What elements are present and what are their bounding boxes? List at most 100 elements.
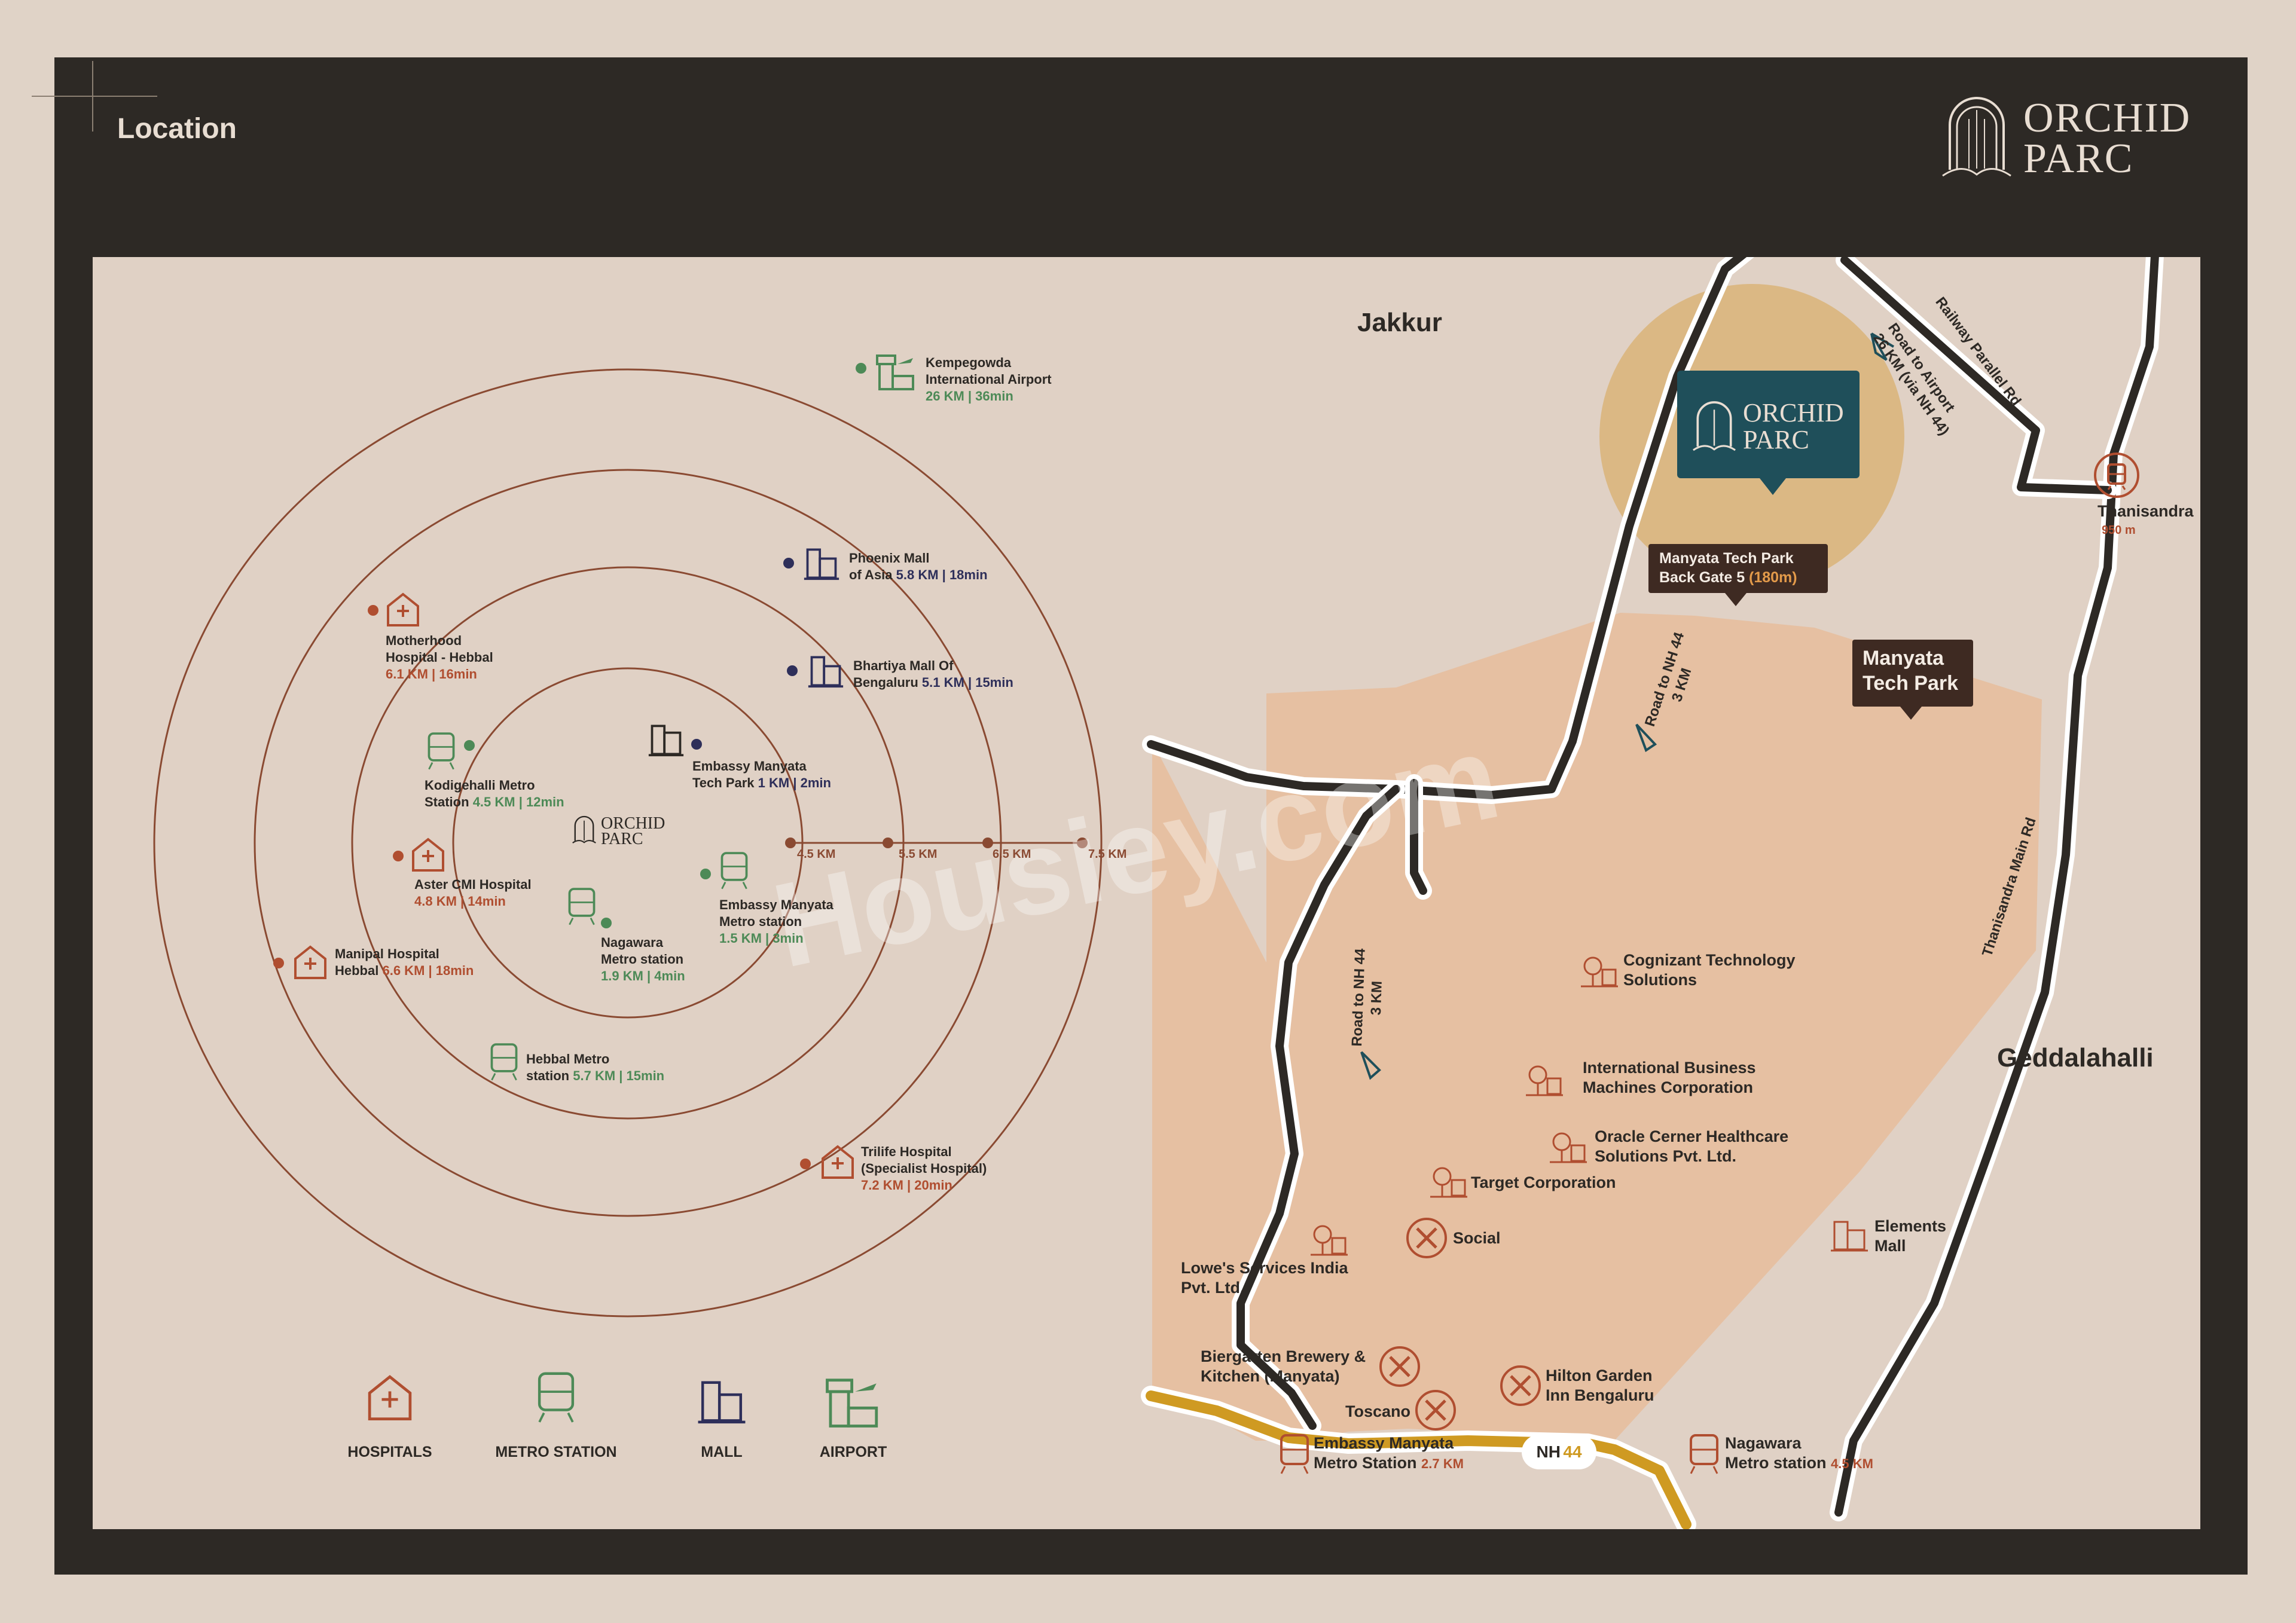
radial-phoenix-label: Phoenix Mall of Asia 5.8 KM | 18min [849,550,988,583]
radial-manipal-label: Manipal Hospital Hebbal 6.6 KM | 18min [335,946,474,979]
radial-nagawara-dot [601,918,612,928]
radial-bhartiya-line2: Bengaluru [853,675,918,690]
hilton-line2: Inn Bengaluru [1546,1386,1654,1404]
header-logo-line1: ORCHID [2023,95,2191,141]
radial-manipal-line1: Manipal Hospital [335,946,439,961]
road-nh44-left-label: Road to NH 44 3 KM [1348,948,1388,1047]
embassy-station-label: Embassy Manyata Metro Station 2.7 KM [1314,1434,1464,1474]
arrow-nh44-left-icon [1360,1051,1381,1080]
radial-embassy-tp-line1: Embassy Manyata [692,759,807,774]
biergarten-label: Biergarten Brewery & Kitchen (Manyata) [1201,1347,1366,1386]
elements-label: Elements Mall [1874,1217,1946,1256]
radial-center-logo: ORCHID PARC [571,813,685,849]
gate-label-line1: Manyata Tech Park [1659,550,1794,567]
radial-motherhood-distance: 6.1 KM | 16min [386,667,477,681]
lowes-office-icon [1311,1225,1348,1256]
gate-label-distance: (180m) [1749,569,1797,586]
radial-trilife-label: Trilife Hospital (Specialist Hospital) 7… [861,1144,987,1194]
thanisandra-name: Thanisandra [2097,502,2194,520]
corner-line-v [92,61,93,132]
radial-trilife-distance: 7.2 KM | 20min [861,1178,952,1193]
radial-aster-distance: 4.8 KM | 14min [414,894,506,909]
thanisandra-metro-icon [2094,453,2139,498]
oracle-label: Oracle Cerner Healthcare Solutions Pvt. … [1595,1127,1788,1166]
embassy-station-distance: 2.7 KM [1421,1456,1464,1471]
radial-embassy-tp-building-icon [648,725,684,757]
radial-aster-hospital-icon [412,838,444,872]
social-label: Social [1453,1229,1501,1247]
radial-center-icon [572,815,596,843]
radial-manipal-line2: Hebbal [335,963,379,978]
nagawara-station-distance: 4.5 KM [1831,1456,1873,1471]
radial-center-line2: PARC [601,830,643,848]
ibm-office-icon [1526,1065,1563,1096]
social-restaurant-icon [1406,1218,1447,1258]
header-logo: ORCHID PARC [1938,92,2195,188]
corner-line-h [32,96,157,97]
park-label-pointer [1900,707,1922,720]
radial-bhartiya-distance: 5.1 KM | 15min [921,675,1013,690]
radial-nagawara-label: Nagawara Metro station 1.9 KM | 4min [601,934,685,985]
radial-airport-dot [856,363,866,374]
project-logo-icon [1693,401,1736,451]
radial-phoenix-line1: Phoenix Mall [849,551,930,566]
cognizant-line1: Cognizant Technology [1623,951,1796,969]
radial-motherhood-dot [368,605,378,616]
legend-mall-label: MALL [701,1444,743,1460]
radial-bhartiya-dot [787,665,798,676]
radial-hebbal-distance: 5.7 KM | 15min [573,1068,665,1083]
nh44-badge-prefix: NH [1536,1442,1561,1461]
cognizant-line2: Solutions [1623,971,1697,989]
cognizant-label: Cognizant Technology Solutions [1623,950,1795,990]
embassy-station-line1: Embassy Manyata [1314,1434,1454,1452]
radial-embassy-metro-label: Embassy Manyata Metro station 1.5 KM | 3… [719,897,833,947]
radial-embassy-tp-distance: 1 KM | 2min [758,775,831,790]
elements-mall-icon [1831,1221,1868,1252]
radial-hebbal-line1: Hebbal Metro [526,1052,610,1066]
lowes-label: Lowe's Services India Pvt. Ltd. [1181,1258,1348,1298]
place-jakkur: Jakkur [1357,308,1442,337]
nh44-badge-num: 44 [1563,1442,1582,1461]
header-logo-line2: PARC [2023,136,2134,182]
road-nh44-left-line1: Road to NH 44 [1348,948,1369,1047]
oracle-line2: Solutions Pvt. Ltd. [1595,1147,1736,1165]
thanisandra-distance: 950 m [2102,524,2136,537]
biergarten-line1: Biergarten Brewery & [1201,1347,1366,1365]
lowes-line1: Lowe's Services India [1181,1259,1348,1277]
radial-phoenix-line2: of Asia [849,567,893,582]
radial-aster-dot [393,851,404,861]
legend-metro-icon [538,1372,575,1423]
legend-airport-icon [826,1379,878,1428]
radial-kodigehalli-dot [464,740,475,751]
ibm-label: International Business Machines Corporat… [1583,1058,1756,1098]
radial-manipal-dot [273,958,284,968]
ibm-line2: Machines Corporation [1583,1078,1754,1096]
radial-kodigehalli-line2: Station [425,794,469,809]
radial-embassy-metro-line2: Metro station [719,914,802,929]
park-label: Manyata Tech Park [1852,640,1973,720]
radial-embassy-tp-dot [691,739,702,750]
radial-airport-line1: Kempegowda [926,355,1012,370]
project-marker-line2: PARC [1743,425,1809,454]
radial-trilife-line2: (Specialist Hospital) [861,1161,987,1176]
hilton-line1: Hilton Garden [1546,1367,1653,1384]
radial-phoenix-mall-icon [804,548,839,580]
radial-trilife-dot [800,1159,811,1169]
legend-hospital-icon [368,1375,412,1420]
location-map: Housiey.com Jakkur Geddalahalli ORCHID P… [93,257,2200,1529]
project-marker-line1: ORCHID [1743,398,1844,427]
radial-airport-icon [876,354,914,390]
radial-trilife-line1: Trilife Hospital [861,1144,952,1159]
arrow-airport-icon [1870,332,1895,361]
radial-kodigehalli-metro-icon [428,732,455,770]
radial-embassy-metro-dot [700,869,711,879]
nagawara-station-line1: Nagawara [1725,1434,1802,1452]
radial-motherhood-line2: Hospital - Hebbal [386,650,493,665]
project-marker-pointer [1760,478,1786,495]
radial-hebbal-label: Hebbal Metro station 5.7 KM | 15min [526,1051,664,1084]
radial-trilife-hospital-icon [822,1145,854,1179]
oracle-line1: Oracle Cerner Healthcare [1595,1127,1789,1145]
gate-label-pointer [1725,593,1747,606]
radial-bhartiya-line1: Bhartiya Mall Of [853,658,954,673]
radial-manipal-hospital-icon [294,945,326,979]
